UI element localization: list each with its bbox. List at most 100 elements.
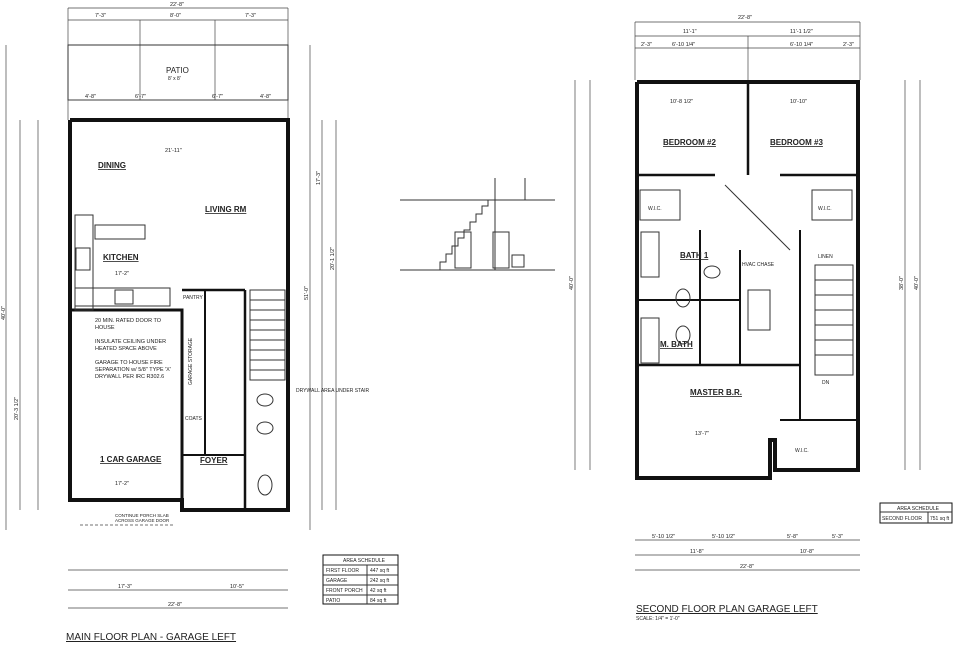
hvac-chase: HVAC CHASE xyxy=(742,262,775,268)
tub-icon xyxy=(640,231,660,278)
dim-patio-4: 4'-8" xyxy=(260,94,271,100)
toilet-elevation xyxy=(511,254,525,268)
closet-bed3 xyxy=(811,189,853,221)
sink-icon xyxy=(75,247,91,271)
dim-patio-3: 6'-7" xyxy=(212,94,223,100)
dim-garage-width: 17'-2" xyxy=(115,481,129,487)
door-elevation xyxy=(454,231,472,269)
dim2-left-overall: 40'-0" xyxy=(569,276,575,290)
dim2-bottom-2: 5'-10 1/2" xyxy=(712,534,735,540)
note-porch-slab: CONTINUE PORCH SLAB ACROSS GARAGE DOOR xyxy=(115,513,170,523)
schedule-value: 84 sq ft xyxy=(370,598,387,604)
dim2-top-3: 2'-3" xyxy=(641,42,652,48)
note-fire-separation: GARAGE TO HOUSE FIRE SEPARATION w/ 5/8" … xyxy=(95,360,171,380)
room-wic-1: W.I.C. xyxy=(648,206,662,212)
room-linen: LINEN xyxy=(818,254,833,260)
schedule-value: 751 sq ft xyxy=(930,516,950,522)
dim2-bottom-4: 5'-3" xyxy=(832,534,843,540)
schedule-label: GARAGE xyxy=(326,578,348,584)
patio-size: 8' x 8' xyxy=(168,76,181,82)
dim2-top-4: 6'-10 1/4" xyxy=(672,42,695,48)
main-area-schedule: AREA SCHEDULE FIRST FLOOR 447 sq ft GARA… xyxy=(322,554,399,605)
schedule-header: AREA SCHEDULE xyxy=(343,558,386,564)
note-rated-door: 20 MIN. RATED DOOR TO HOUSE xyxy=(95,318,162,331)
lavatory-icon xyxy=(256,393,274,407)
tub-icon-2 xyxy=(640,317,660,364)
room-bedroom-3: BEDROOM #3 xyxy=(770,138,823,147)
room-bath-1: BATH 1 xyxy=(680,251,709,260)
dim2-right-outer: 40'-0" xyxy=(914,276,920,290)
dim-patio-1: 4'-8" xyxy=(85,94,96,100)
schedule-value: 42 sq ft xyxy=(370,588,387,594)
room-master-bedroom: MASTER B.R. xyxy=(690,388,742,397)
closet-bed2 xyxy=(639,189,681,221)
range-icon xyxy=(114,289,134,305)
dim-top-1: 7'-3" xyxy=(95,13,106,19)
room-wic-2: W.I.C. xyxy=(818,206,832,212)
schedule-label: SECOND FLOOR xyxy=(882,516,922,522)
door-elevation-2 xyxy=(492,231,510,269)
schedule-label: FRONT PORCH xyxy=(326,588,363,594)
second-floor-plan: 22'-8" 11'-1" 11'-1 1/2" 2'-3" 6'-10 1/4… xyxy=(569,15,953,622)
stair-down-label: DN xyxy=(822,380,830,386)
second-plan-scale: SCALE: 1/4" = 1'-0" xyxy=(636,616,680,622)
main-stair xyxy=(249,289,286,381)
room-master-bath: M. BATH xyxy=(660,340,693,349)
dim-top-overall: 22'-8" xyxy=(170,2,184,8)
toilet-icon xyxy=(257,474,273,496)
dim-top-3: 7'-3" xyxy=(245,13,256,19)
dim2-bottom-5: 11'-8" xyxy=(690,549,704,555)
toilet-icon-2 xyxy=(675,288,691,308)
room-bedroom-2: BEDROOM #2 xyxy=(663,138,716,147)
dim2-bottom-6: 10'-8" xyxy=(800,549,814,555)
room-pantry: PANTRY xyxy=(183,295,203,301)
room-foyer: FOYER xyxy=(200,456,228,465)
schedule-label: PATIO xyxy=(326,598,340,604)
dim-left-lower: 20'-3 1/2" xyxy=(14,397,20,420)
dim-bottom-2: 10'-5" xyxy=(230,584,244,590)
dim-kitchen-width: 17'-2" xyxy=(115,271,129,277)
schedule-value: 447 sq ft xyxy=(370,568,390,574)
second-area-schedule: AREA SCHEDULE SECOND FLOOR 751 sq ft xyxy=(879,502,953,524)
room-wic-3: W.I.C. xyxy=(795,448,809,454)
schedule-label: FIRST FLOOR xyxy=(326,568,359,574)
main-floor-plan: 22'-8" 7'-3" 8'-0" 7'-3" PATIO 8' x 8' 4… xyxy=(1,2,399,643)
dim2-top-6: 2'-3" xyxy=(843,42,854,48)
dim2-top-2: 11'-1 1/2" xyxy=(790,29,813,35)
sink-icon-2 xyxy=(703,265,721,279)
room-coats: COATS xyxy=(185,416,203,422)
dim2-right-overall: 38'-0" xyxy=(899,276,905,290)
dim2-bottom-3: 5'-8" xyxy=(787,534,798,540)
dim-bed3: 10'-10" xyxy=(790,99,807,105)
room-living: LIVING RM xyxy=(205,205,247,214)
lavatory-icon-2 xyxy=(256,421,274,435)
dim2-top-overall: 22'-8" xyxy=(738,15,752,21)
dim-right-2: 20'-1 1/2" xyxy=(330,247,336,270)
schedule-header: AREA SCHEDULE xyxy=(897,506,940,512)
dim-bed2: 10'-8 1/2" xyxy=(670,99,693,105)
room-dining: DINING xyxy=(98,161,126,170)
main-plan-title: MAIN FLOOR PLAN - GARAGE LEFT xyxy=(66,632,236,643)
dim2-bottom-overall: 22'-8" xyxy=(740,564,754,570)
dim-top-2: 8'-0" xyxy=(170,13,181,19)
dim-right-1: 17'-3" xyxy=(316,171,322,185)
dim-bottom-1: 17'-3" xyxy=(118,584,132,590)
dim2-bottom-1: 5'-10 1/2" xyxy=(652,534,675,540)
dim-master: 13'-7" xyxy=(695,431,709,437)
drywall-note: DRYWALL AREA UNDER STAIR xyxy=(296,388,369,394)
dim-right-overall: 51'-0" xyxy=(304,286,310,300)
patio-label: PATIO xyxy=(166,66,189,75)
shower-icon xyxy=(747,289,771,331)
room-garage: 1 CAR GARAGE xyxy=(100,455,162,464)
dim-living-width: 21'-11" xyxy=(165,148,182,154)
upper-stair xyxy=(814,264,854,376)
dim-left-overall: 40'-0" xyxy=(1,306,7,320)
dim2-top-1: 11'-1" xyxy=(683,29,697,35)
room-kitchen: KITCHEN xyxy=(103,253,139,262)
dim-bottom-overall: 22'-8" xyxy=(168,602,182,608)
room-garage-storage: GARAGE STORAGE xyxy=(188,337,194,385)
note-insulate: INSULATE CEILING UNDER HEATED SPACE ABOV… xyxy=(95,339,167,352)
schedule-value: 242 sq ft xyxy=(370,578,390,584)
second-plan-title: SECOND FLOOR PLAN GARAGE LEFT xyxy=(636,604,818,615)
